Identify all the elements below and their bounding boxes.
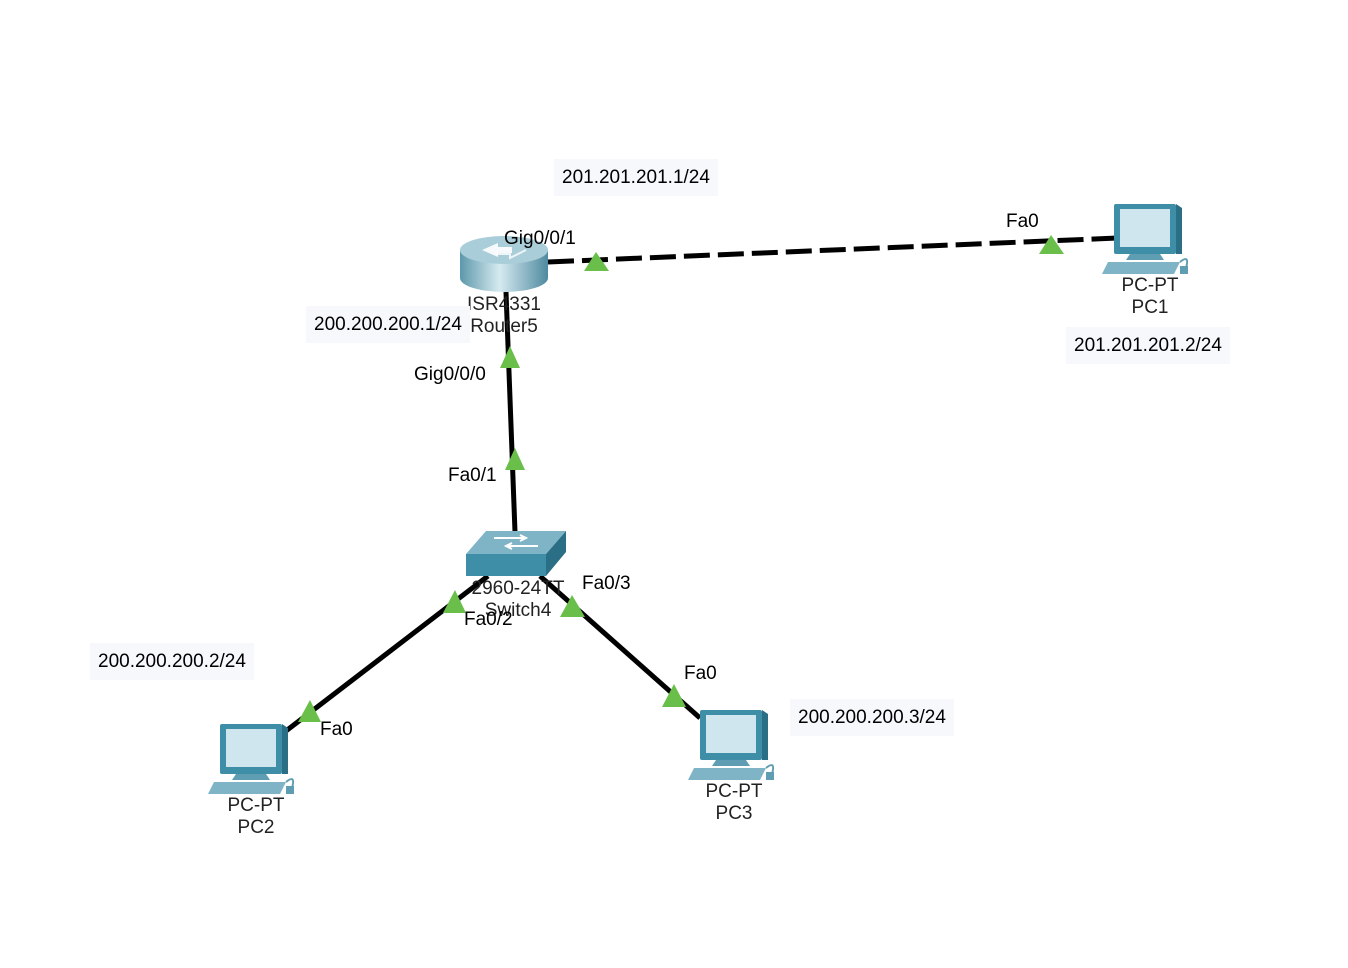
pc-icon [1102, 204, 1189, 274]
link-up-icon [584, 252, 609, 271]
link-up-icon [500, 346, 520, 368]
port-label-router-gig000: Gig0/0/0 [414, 364, 486, 385]
pc3-label: PC-PT PC3 [686, 781, 782, 825]
link-up-icon [662, 684, 686, 707]
port-label-pc1-fa0: Fa0 [1006, 211, 1039, 232]
link-up-icon [298, 700, 321, 722]
router-device[interactable] [458, 232, 550, 296]
switch-device[interactable] [464, 528, 568, 580]
note-router-gig001-ip[interactable]: 201.201.201.1/24 [554, 159, 718, 196]
pc2-label: PC-PT PC2 [208, 795, 304, 839]
note-pc2-ip[interactable]: 200.200.200.2/24 [90, 643, 254, 680]
router-name: Router5 [470, 316, 538, 337]
port-label-switch-fa01: Fa0/1 [448, 465, 497, 486]
router-label: ISR4331 Router5 [452, 294, 556, 338]
router-model: ISR4331 [467, 294, 541, 315]
switch-model: 2960-24TT [471, 578, 565, 599]
switch-name: Switch4 [484, 600, 552, 621]
note-pc3-ip[interactable]: 200.200.200.3/24 [790, 699, 954, 736]
pc1-model: PC-PT [1121, 275, 1179, 296]
link-router-pc1[interactable] [547, 235, 1119, 265]
link-status-indicators [298, 235, 1064, 722]
port-label-router-gig001: Gig0/0/1 [504, 228, 576, 249]
pc2-model: PC-PT [227, 795, 285, 816]
port-label-pc3-fa0: Fa0 [684, 663, 717, 684]
router-icon [460, 236, 548, 292]
note-router-gig000-ip[interactable]: 200.200.200.1/24 [306, 306, 470, 343]
pc3-model: PC-PT [705, 781, 763, 802]
pc3-device[interactable] [688, 708, 780, 784]
port-label-switch-fa03: Fa0/3 [582, 573, 631, 594]
link-up-icon [560, 595, 585, 617]
pc2-device[interactable] [208, 722, 300, 798]
pc1-name: PC1 [1131, 297, 1169, 318]
pc1-label: PC-PT PC1 [1102, 275, 1198, 319]
note-pc1-ip[interactable]: 201.201.201.2/24 [1066, 327, 1230, 364]
pc-icon [688, 710, 775, 780]
link-up-icon [443, 590, 466, 613]
switch-icon [466, 531, 566, 576]
port-label-switch-fa02: Fa0/2 [464, 609, 513, 630]
pc2-name: PC2 [237, 817, 275, 838]
pc3-name: PC3 [715, 803, 753, 824]
link-up-icon [1039, 235, 1064, 254]
pc-icon [208, 724, 295, 794]
link-router-switch[interactable] [503, 291, 518, 533]
switch-label: 2960-24TT Switch4 [458, 578, 578, 622]
port-label-pc2-fa0: Fa0 [320, 719, 353, 740]
pc1-device[interactable] [1102, 202, 1194, 278]
link-up-icon [505, 448, 525, 470]
